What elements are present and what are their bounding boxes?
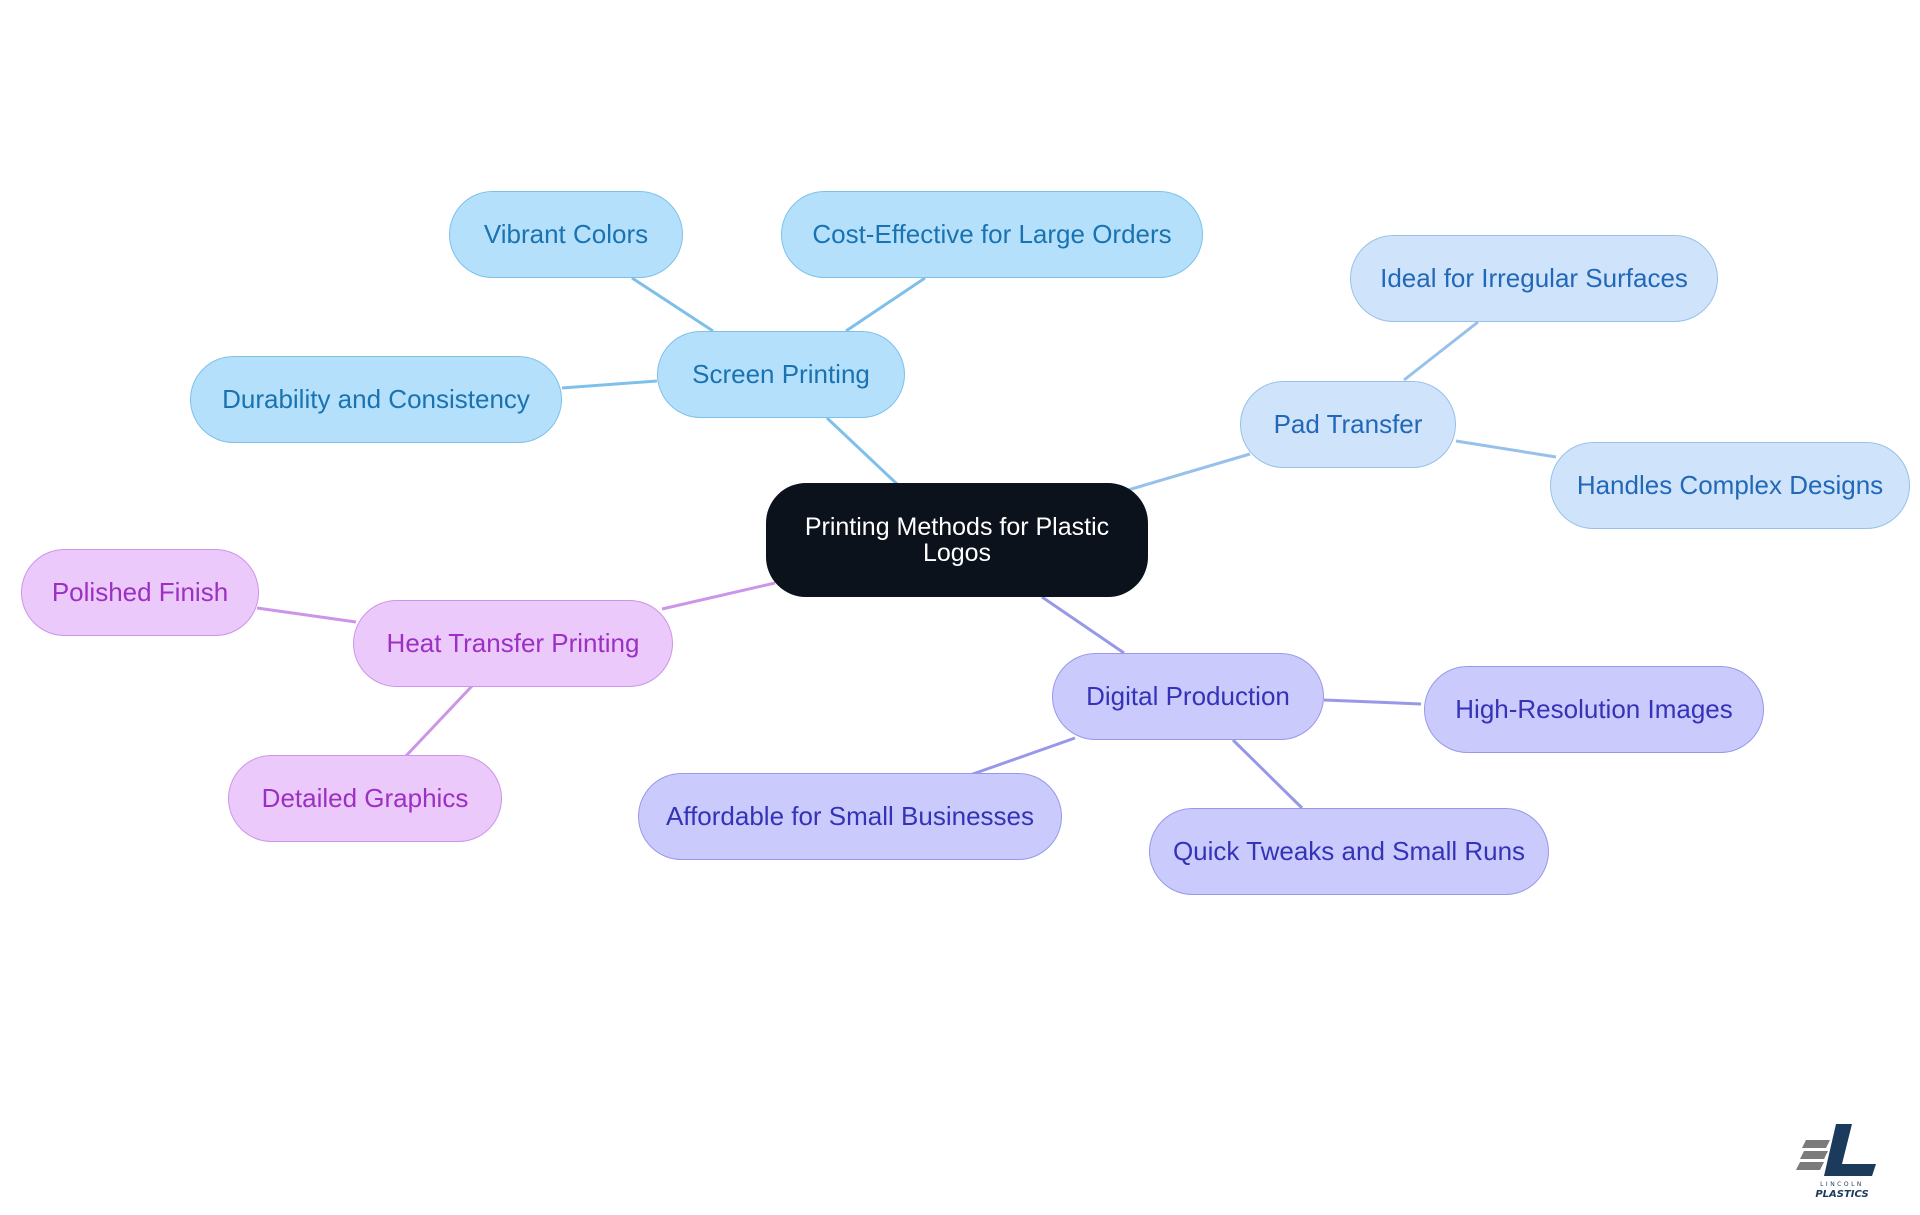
edge-pad-complex: [1455, 439, 1557, 459]
branch-label: Heat Transfer Printing: [386, 627, 640, 658]
leaf-label: Detailed Graphics: [261, 782, 469, 813]
branch-label: Pad Transfer: [1273, 408, 1423, 439]
edge-digital-highres: [1323, 698, 1422, 706]
leaf-durability[interactable]: Durability and Consistency: [190, 356, 562, 443]
leaf-vibrant-colors[interactable]: Vibrant Colors: [449, 191, 683, 278]
leaf-label: Ideal for Irregular Surfaces: [1380, 262, 1688, 293]
leaf-label: Handles Complex Designs: [1576, 469, 1884, 500]
edge-screen-cost: [845, 276, 926, 333]
branch-label: Digital Production: [1086, 680, 1290, 711]
leaf-label: High-Resolution Images: [1455, 693, 1733, 724]
leaf-affordable[interactable]: Affordable for Small Businesses: [638, 773, 1062, 860]
leaf-polished-finish[interactable]: Polished Finish: [21, 549, 259, 636]
leaf-irregular-surfaces[interactable]: Ideal for Irregular Surfaces: [1350, 235, 1718, 322]
root-label: Printing Methods for Plastic Logos: [804, 512, 1110, 567]
edge-root-pad: [1127, 452, 1251, 492]
edge-root-digital: [1041, 595, 1125, 655]
edge-pad-irregular: [1403, 320, 1479, 382]
logo-mark-icon: LINCOLN PLASTICS: [1796, 1124, 1876, 1200]
edge-screen-durability: [561, 379, 658, 390]
branch-heat-transfer[interactable]: Heat Transfer Printing: [353, 600, 673, 687]
leaf-complex-designs[interactable]: Handles Complex Designs: [1550, 442, 1910, 529]
leaf-label: Affordable for Small Businesses: [665, 800, 1035, 831]
lincoln-plastics-logo: LINCOLN PLASTICS: [1796, 1118, 1886, 1202]
logo-text-top: LINCOLN: [1820, 1181, 1864, 1188]
leaf-detailed-graphics[interactable]: Detailed Graphics: [228, 755, 502, 842]
branch-pad-transfer[interactable]: Pad Transfer: [1240, 381, 1456, 468]
edge-heat-detailed: [403, 684, 474, 759]
branch-screen-printing[interactable]: Screen Printing: [657, 331, 905, 418]
root-node[interactable]: Printing Methods for Plastic Logos: [766, 483, 1148, 597]
edge-root-heat: [661, 581, 776, 611]
leaf-label: Durability and Consistency: [222, 383, 530, 414]
branch-label: Screen Printing: [692, 358, 870, 389]
leaf-cost-effective[interactable]: Cost-Effective for Large Orders: [781, 191, 1203, 278]
edge-heat-polished: [256, 606, 357, 624]
leaf-label: Polished Finish: [51, 576, 229, 607]
edge-screen-vibrant: [631, 276, 714, 333]
edge-digital-affordable: [969, 736, 1076, 777]
edge-root-screen: [825, 416, 899, 486]
leaf-high-resolution[interactable]: High-Resolution Images: [1424, 666, 1764, 753]
leaf-label: Quick Tweaks and Small Runs: [1172, 835, 1526, 866]
logo-text-bottom: PLASTICS: [1815, 1189, 1868, 1200]
leaf-quick-tweaks[interactable]: Quick Tweaks and Small Runs: [1149, 808, 1549, 895]
leaf-label: Cost-Effective for Large Orders: [812, 218, 1172, 249]
edge-digital-quick: [1231, 738, 1304, 810]
leaf-label: Vibrant Colors: [483, 218, 649, 249]
branch-digital-production[interactable]: Digital Production: [1052, 653, 1324, 740]
